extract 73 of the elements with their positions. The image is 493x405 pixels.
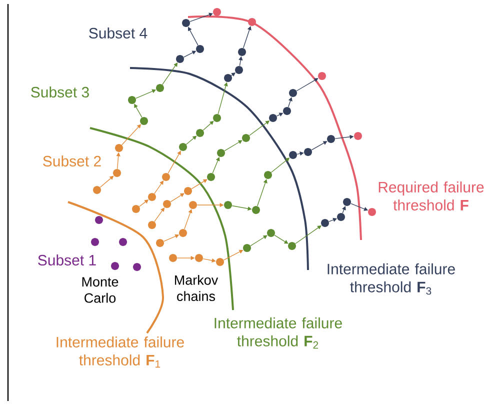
dot [224,74,232,82]
arrow [250,235,268,246]
dot [156,84,164,92]
dot [289,89,297,97]
dot [148,193,156,201]
label: Intermediate failure threshold F$_{3}$ [328,263,455,295]
dot [176,55,184,63]
dot [243,244,251,252]
dot [327,135,335,143]
dot [235,66,243,74]
dot [119,238,127,246]
arrow [296,78,318,92]
dot [113,169,121,177]
dot [162,173,170,181]
arrow [191,179,208,190]
dot [95,216,103,224]
dot [184,187,192,195]
arrow [257,179,268,206]
dot [93,186,101,194]
dot [217,149,225,157]
dot [264,171,272,179]
dot [207,173,215,181]
dot [179,143,187,151]
arrow [170,193,184,202]
label: Required failure threshold F [378,182,484,210]
dot [343,198,351,206]
arrow [224,140,242,152]
arrow [288,97,292,108]
arrow [134,104,142,118]
dot [213,8,221,16]
dot [224,201,232,209]
dot [140,117,148,125]
dot [148,221,156,229]
label: Subset 4 [89,28,148,38]
dot [132,205,140,213]
label: Intermediate failure threshold F$_{1}$ [56,336,184,368]
label: Subset 3 [31,86,89,98]
dot [196,129,204,137]
dot [156,239,164,247]
dot [337,213,345,221]
label: Monte Carlo [82,277,118,303]
dot [289,151,297,159]
dot [242,134,250,142]
label: Subset 1 [38,254,96,266]
arrow [274,234,288,244]
dot [267,229,275,237]
dot [318,72,326,80]
dot [169,254,177,262]
dot [179,229,187,237]
arrow [311,141,328,150]
label: Markov chains [174,274,218,302]
arrow [218,82,228,114]
label: Intermediate failure threshold F$_{2}$ [214,317,342,349]
dot [91,238,99,246]
dot [368,208,376,216]
dot [111,262,119,270]
arrow [242,26,252,48]
dot [354,132,362,140]
dot [189,201,197,209]
label: Subset 2 [43,156,101,166]
dot [196,45,204,53]
dot [128,96,136,104]
dot [213,114,221,122]
arrow [202,120,214,131]
dot [321,219,329,227]
dot [133,263,141,271]
dot [283,107,291,115]
dot [248,18,256,26]
dot [288,242,296,250]
dot [269,114,277,122]
dot [163,200,171,208]
arrow [100,176,114,188]
dot [182,19,190,27]
